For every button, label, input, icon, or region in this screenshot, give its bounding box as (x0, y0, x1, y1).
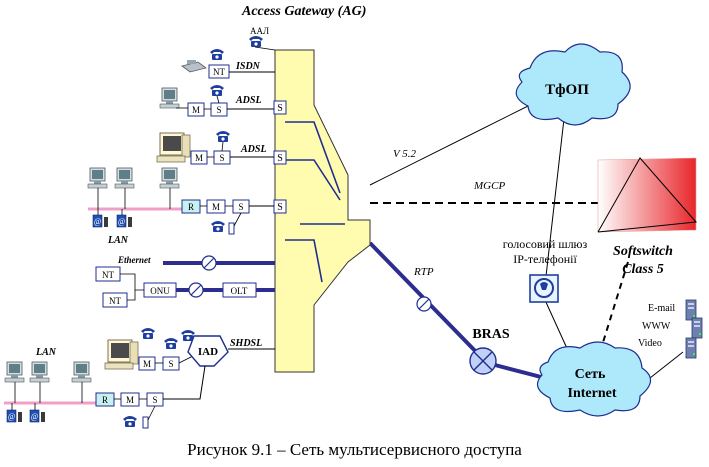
iad-s-box (162, 356, 180, 371)
internet-cloud (536, 341, 652, 417)
iad-m-box (138, 356, 156, 371)
adsl1-s-label: S (216, 105, 221, 115)
service-video-label: Video (638, 338, 662, 349)
softswitch-label-line1: Softswitch (613, 244, 673, 259)
ip-phone-icon (116, 214, 133, 228)
lan2-label: LAN (35, 347, 57, 358)
gateway-port-s2: S (277, 153, 283, 164)
iad-device (187, 335, 229, 367)
computer-icon (71, 361, 92, 383)
fax-icon (181, 60, 207, 73)
server-icon (691, 317, 703, 339)
mgcp-link-label: MGCP (473, 180, 505, 192)
aal-link-label: ААЛ (250, 26, 269, 36)
softswitch-shape (597, 157, 697, 233)
service-email-label: E-mail (648, 303, 675, 314)
pon-nt-label-1: NT (102, 270, 114, 280)
computer-icon (4, 361, 25, 383)
service-www-label: WWW (642, 321, 671, 332)
pstn-cloud (515, 43, 631, 126)
adsl1-m-box (187, 102, 205, 117)
phone-icon (141, 328, 155, 339)
iad-s-label: S (168, 359, 173, 369)
adsl2-s-label: S (219, 153, 224, 163)
computer-icon (159, 167, 180, 189)
adsl2-m-box (190, 150, 208, 165)
iad-label: IAD (198, 346, 218, 358)
voip-gateway-label-line2: IP-телефонії (513, 252, 577, 266)
softswitch-label-line2: Class 5 (622, 262, 664, 277)
rtp-link-label: RTP (413, 266, 434, 278)
gateway-internet-link (544, 299, 571, 356)
isdn-nt-label: NT (213, 67, 225, 77)
access-gateway (274, 49, 371, 373)
internet-label-line1: Сеть (575, 367, 606, 382)
v52-link (369, 99, 541, 186)
phone-icon (216, 131, 230, 142)
v52-link-label: V 5.2 (393, 148, 417, 160)
lan1-label: LAN (107, 235, 129, 246)
voip-gateway-label-line1: голосовий шлюз (503, 237, 588, 251)
phone-icon (211, 221, 225, 232)
lan2-s-label: S (152, 395, 157, 405)
adsl1-link-label: ADSL (235, 95, 262, 106)
gateway-port-s3: S (277, 202, 283, 213)
server-icon (685, 337, 697, 359)
handset-icon (142, 416, 149, 429)
gateway-port-s1: S (277, 103, 283, 114)
shdsl-link-label: SHDSL (230, 338, 262, 349)
lan1-s-label: S (238, 202, 243, 212)
computer-icon (114, 167, 135, 189)
phone-icon (249, 36, 263, 47)
computer-icon (159, 87, 180, 109)
ethernet-link-label: Ethernet (117, 255, 151, 265)
lan2-r-box (95, 392, 115, 407)
internet-label-line2: Internet (568, 386, 617, 401)
ip-phone-icon (92, 214, 109, 228)
lan1-r-label: R (188, 202, 194, 212)
bras-router-icon (469, 347, 497, 375)
phone-icon (123, 416, 137, 427)
voip-gateway-icon (529, 274, 559, 303)
lan1-r-box (181, 199, 201, 214)
ip-phone-icon (6, 409, 23, 423)
gateway-title: Access Gateway (AG) (241, 4, 366, 19)
iad-m-label: M (143, 359, 151, 369)
lan2-m-label: M (126, 395, 134, 405)
handset-icon (228, 222, 235, 235)
gateway-internal-lines (285, 121, 345, 283)
pon-nt-label-2: NT (109, 296, 121, 306)
ip-phone-icon (29, 409, 46, 423)
lan1-m-box (206, 199, 226, 214)
server-internet-link (649, 351, 684, 379)
onu-label: ONU (150, 286, 170, 296)
lan1-m-label: M (212, 202, 220, 212)
lan2-r-label: R (102, 395, 108, 405)
server-icon (685, 299, 697, 321)
adsl2-m-label: M (195, 153, 203, 163)
phone-icon (164, 338, 178, 349)
computer-icon (156, 132, 191, 163)
gateway-pstn-link (544, 109, 566, 286)
softswitch-internet-link (599, 261, 629, 353)
bras-label: BRAS (472, 327, 510, 342)
phone-icon (210, 85, 224, 96)
adsl1-m-label: M (192, 105, 200, 115)
bras-internet-link (494, 363, 546, 380)
isdn-link-label: ISDN (235, 61, 261, 72)
computer-icon (87, 167, 108, 189)
figure-caption: Рисунок 9.1 – Сеть мультисервисного дост… (187, 440, 522, 459)
olt-label: OLT (231, 286, 248, 296)
pstn-label: ТфОП (545, 82, 589, 98)
adsl2-link-label: ADSL (240, 144, 267, 155)
lan2-m-box (120, 392, 140, 407)
computer-icon (29, 361, 50, 383)
phone-icon (210, 49, 224, 60)
computer-icon (104, 339, 139, 370)
